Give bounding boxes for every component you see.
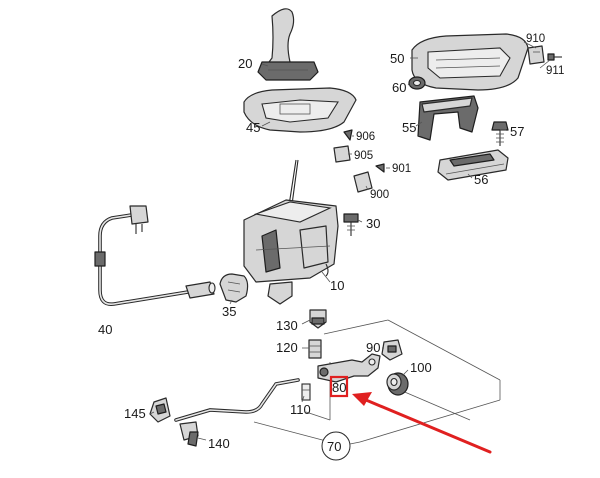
- label-55: 55: [402, 120, 416, 135]
- gear-knob: [257, 8, 319, 81]
- label-57: 57: [510, 124, 524, 139]
- clip-90: [381, 339, 403, 361]
- trim-frame: [411, 33, 529, 91]
- label-80: 80: [332, 380, 346, 395]
- clip-906: [343, 129, 353, 141]
- cable-40: [94, 205, 216, 307]
- label-90: 90: [366, 340, 380, 355]
- clip-35: [219, 273, 249, 303]
- label-145: 145: [124, 406, 146, 421]
- highlight-box: [329, 375, 349, 398]
- label-45: 45: [246, 120, 260, 135]
- clip-905: [333, 145, 351, 163]
- part-labels: 20 45 50 60 55 57 56 906 905 901 900 910…: [98, 33, 564, 451]
- label-900: 900: [370, 189, 389, 201]
- switch-module-56: [437, 149, 509, 181]
- bracket-55: [417, 95, 479, 141]
- label-906: 906: [356, 131, 375, 143]
- clip-145: [149, 397, 171, 423]
- highlight-callout-80: 80: [329, 375, 349, 398]
- label-120: 120: [276, 340, 298, 355]
- ring-60: [408, 76, 426, 90]
- label-20: 20: [238, 56, 252, 71]
- label-70-group: 70: [321, 431, 351, 461]
- label-905: 905: [354, 150, 373, 162]
- shifter-housing: [243, 159, 339, 305]
- pin-110: [301, 383, 311, 401]
- lever-80: [317, 353, 381, 383]
- label-110: 110: [290, 402, 311, 417]
- label-70: 70: [327, 439, 341, 454]
- clip-901: [375, 163, 385, 173]
- label-40: 40: [98, 322, 112, 337]
- screw-57: [491, 121, 509, 146]
- screw-911: [547, 53, 562, 61]
- plug-130: [309, 309, 327, 329]
- bushing-100: [386, 372, 409, 396]
- label-910: 910: [526, 33, 545, 45]
- label-50: 50: [390, 51, 404, 66]
- label-56: 56: [474, 172, 488, 187]
- label-60: 60: [392, 80, 406, 95]
- label-10: 10: [330, 278, 344, 293]
- shift-gate-cover: [243, 87, 357, 133]
- label-30: 30: [366, 216, 380, 231]
- label-140: 140: [208, 436, 230, 451]
- assembly-frame-lines: [253, 319, 501, 447]
- label-100: 100: [410, 360, 432, 375]
- label-130: 130: [276, 318, 298, 333]
- label-35: 35: [222, 304, 236, 319]
- label-901: 901: [392, 163, 411, 175]
- bushing-120: [308, 339, 322, 359]
- clip-900: [353, 171, 373, 193]
- clip-910: [527, 45, 545, 65]
- bolt-30: [343, 213, 359, 236]
- red-arrow-icon: [352, 392, 492, 454]
- leader-lines: [149, 41, 551, 441]
- shift-rod-140: [174, 378, 300, 447]
- label-911: 911: [546, 65, 564, 77]
